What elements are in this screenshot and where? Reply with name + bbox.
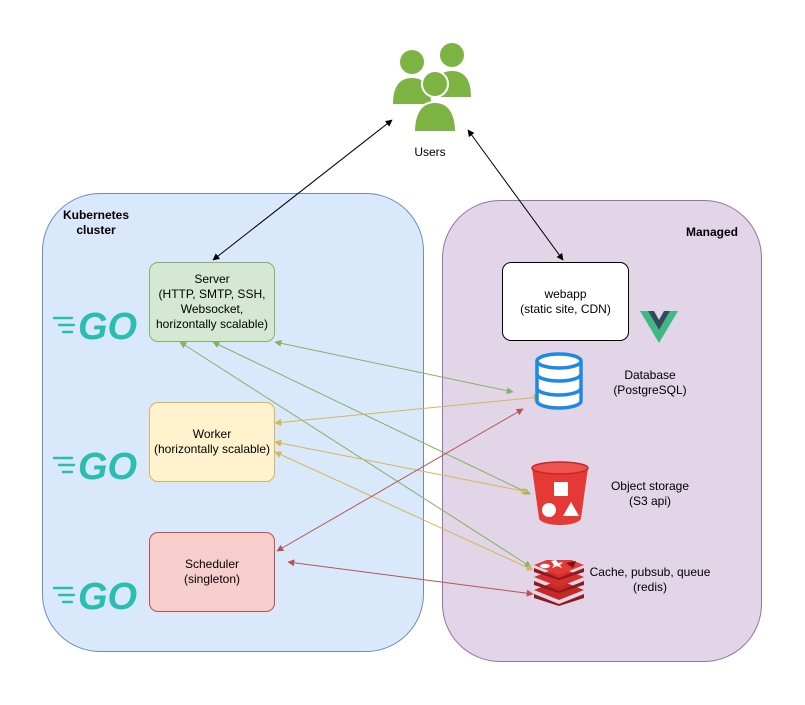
webapp-node[interactable]: webapp (static site, CDN) <box>502 262 629 341</box>
users-icon <box>390 42 476 134</box>
redis-icon <box>532 560 586 606</box>
svg-text:GO: GO <box>78 446 137 485</box>
scheduler-node[interactable]: Scheduler (singleton) <box>149 532 275 612</box>
kubernetes-cluster-title: Kubernetes cluster <box>62 208 130 237</box>
database-label: Database (PostgreSQL) <box>613 368 687 397</box>
svg-text:GO: GO <box>78 576 137 615</box>
edge-worker-cache <box>274 451 534 571</box>
database-icon <box>534 351 584 411</box>
worker-node[interactable]: Worker (horizontally scalable) <box>149 402 275 482</box>
vue-logo-icon <box>640 311 678 343</box>
edge-users-webapp <box>467 129 564 261</box>
edge-users-server <box>212 119 393 261</box>
go-logo-icon: GO <box>52 445 148 485</box>
server-node[interactable]: Server (HTTP, SMTP, SSH, Websocket, hori… <box>149 262 275 342</box>
managed-title: Managed <box>685 225 738 239</box>
users-label: Users <box>414 145 446 159</box>
edge-server-database <box>274 339 514 395</box>
object-storage-label: Object storage (S3 api) <box>610 479 690 508</box>
edge-worker-database <box>274 394 541 426</box>
edge-scheduler-database <box>276 408 524 552</box>
svg-text:GO: GO <box>78 306 137 345</box>
go-logo-icon: GO <box>52 305 148 345</box>
cache-label: Cache, pubsub, queue (redis) <box>589 565 711 594</box>
object-storage-icon <box>529 460 591 526</box>
edge-scheduler-cache <box>287 559 534 597</box>
go-logo-icon: GO <box>52 575 148 615</box>
